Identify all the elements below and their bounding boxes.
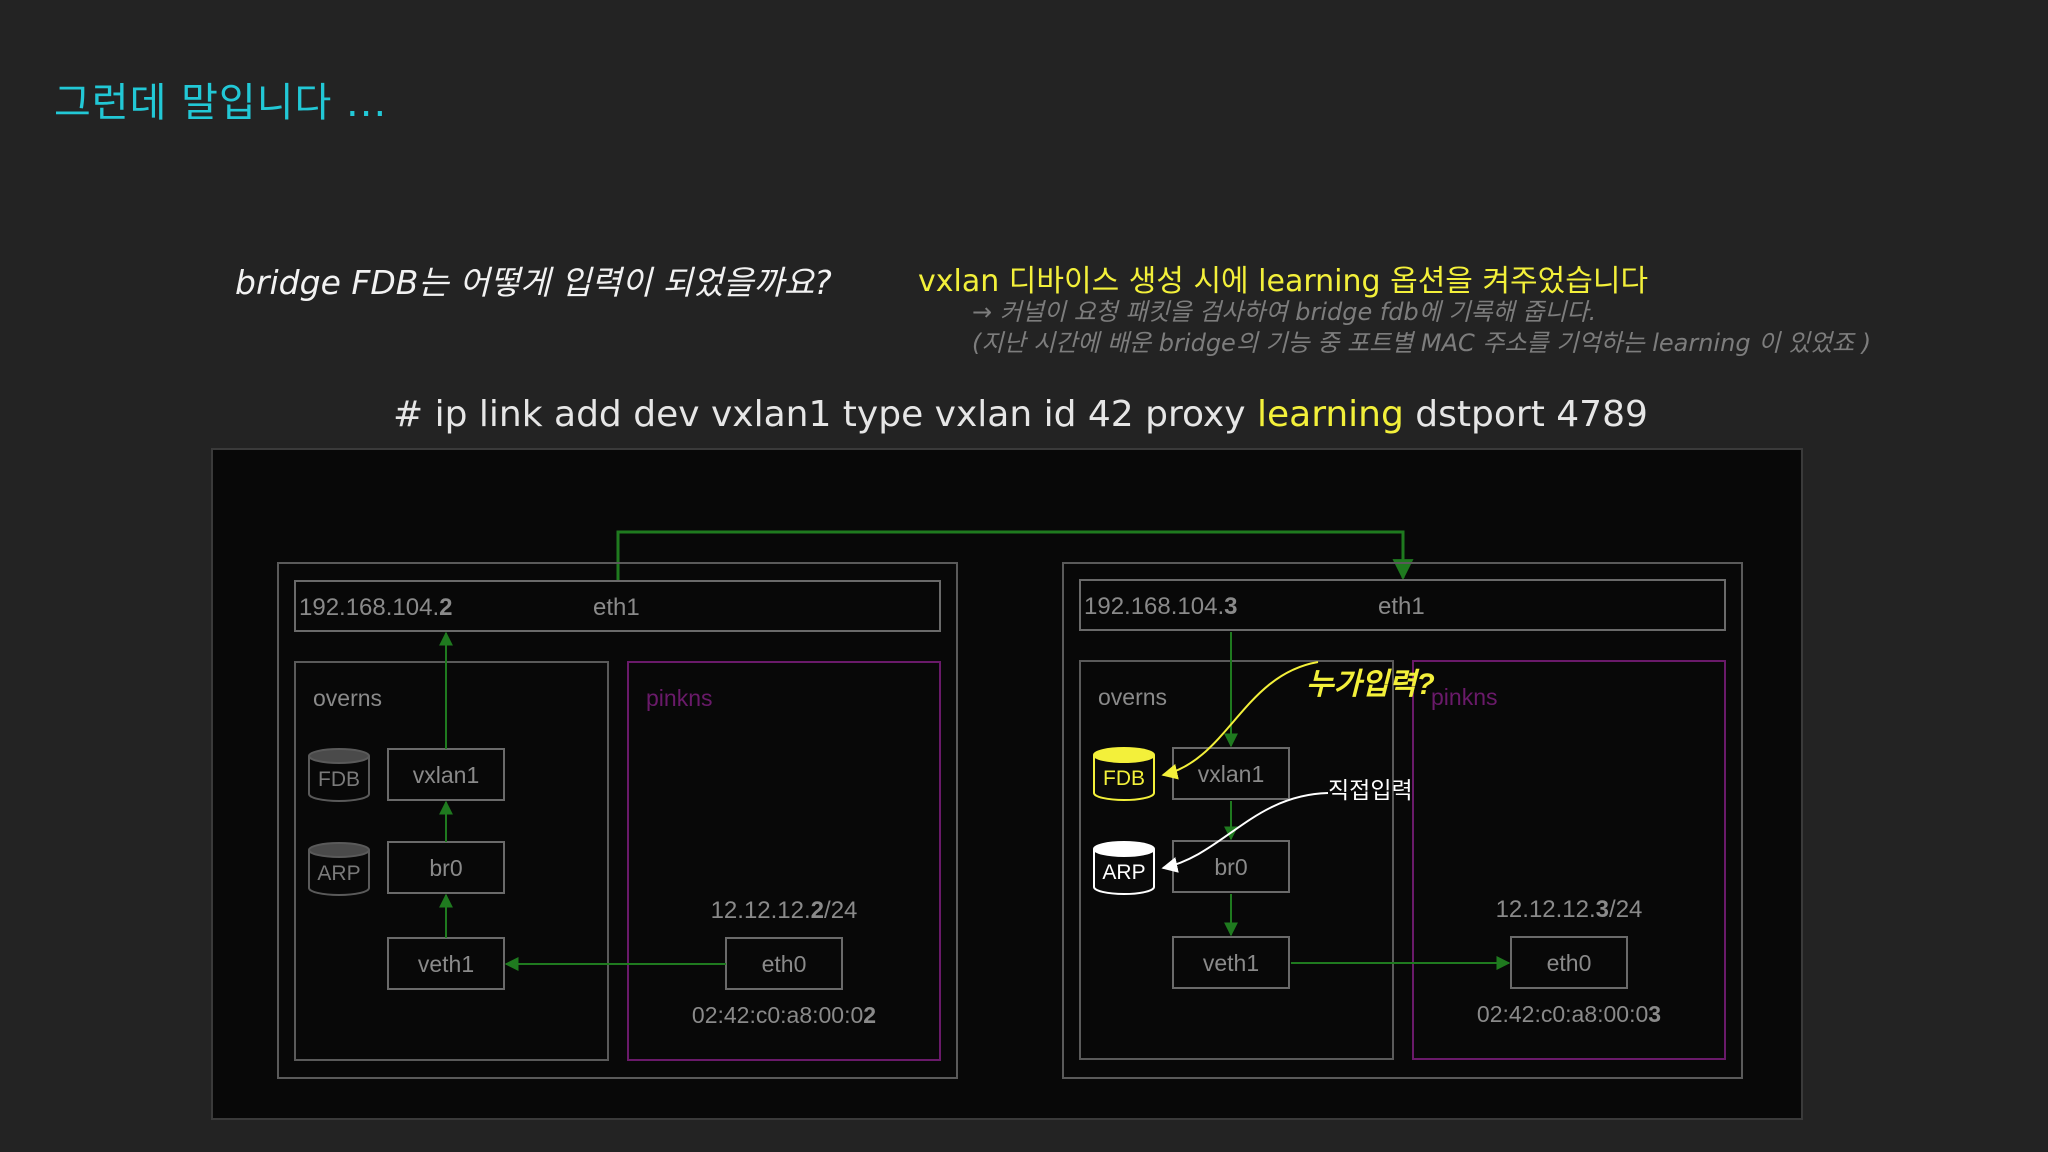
left-pinkns-label: pinkns bbox=[646, 685, 712, 711]
right-mac-label: 02:42:c0:a8:00:03 bbox=[1477, 1001, 1661, 1027]
direct-input-annotation: 직접입력 bbox=[1161, 777, 1413, 873]
right-host: 192.168.104.3 eth1 overns pinkns FDB ARP… bbox=[1062, 562, 1743, 1079]
left-arp-icon: ARP bbox=[308, 842, 370, 896]
answer-text: vxlan 디바이스 생성 시에 learning 옵션을 켜주었습니다 bbox=[918, 264, 1649, 299]
left-eth0-label: eth0 bbox=[762, 951, 807, 977]
right-overns-label: overns bbox=[1098, 684, 1167, 710]
right-veth1-label: veth1 bbox=[1203, 950, 1259, 976]
right-eth1-ip: 192.168.104.3 bbox=[1084, 593, 1238, 620]
right-pinkns-label: pinkns bbox=[1431, 684, 1497, 710]
svg-text:ARP: ARP bbox=[317, 862, 360, 885]
left-vxlan1-label: vxlan1 bbox=[413, 762, 479, 788]
left-overns-label: overns bbox=[313, 685, 382, 711]
left-fdb-icon: FDB bbox=[308, 748, 370, 802]
right-eth1-label: eth1 bbox=[1378, 593, 1425, 620]
left-eth1-ip: 192.168.104.2 bbox=[299, 594, 453, 621]
right-vxlan1-label: vxlan1 bbox=[1198, 761, 1264, 787]
left-mac-label: 02:42:c0:a8:00:02 bbox=[692, 1002, 876, 1028]
answer-note-1: → 커널이 요청 패킷을 검사하여 bridge fdb에 기록해 줍니다. bbox=[972, 298, 1597, 326]
command-suffix: dstport 4789 bbox=[1403, 394, 1648, 435]
right-subnet-label: 12.12.12.3/24 bbox=[1496, 896, 1643, 923]
svg-text:FDB: FDB bbox=[318, 768, 360, 791]
who-input-annotation: 누가입력? bbox=[1161, 661, 1435, 780]
left-host: 192.168.104.2 eth1 overns pinkns FDB ARP… bbox=[277, 562, 958, 1079]
right-fdb-icon: FDB bbox=[1093, 747, 1155, 801]
command-prefix: # ip link add dev vxlan1 type vxlan id 4… bbox=[393, 394, 1257, 435]
svg-text:누가입력?: 누가입력? bbox=[1306, 668, 1435, 701]
svg-text:FDB: FDB bbox=[1103, 767, 1145, 790]
answer-note-2: (지난 시간에 배운 bridge의 기능 중 포트별 MAC 주소를 기억하는… bbox=[972, 329, 1872, 357]
left-subnet-label: 12.12.12.2/24 bbox=[711, 897, 858, 924]
svg-text:직접입력: 직접입력 bbox=[1328, 777, 1413, 803]
left-veth1-label: veth1 bbox=[418, 951, 474, 977]
left-br0-label: br0 bbox=[429, 855, 462, 881]
left-eth1-label: eth1 bbox=[593, 594, 640, 621]
command-learning-keyword: learning bbox=[1256, 394, 1404, 435]
svg-text:ARP: ARP bbox=[1102, 861, 1145, 884]
question-text: bridge FDB는 어떻게 입력이 되었을까요? bbox=[235, 263, 832, 302]
right-br0-label: br0 bbox=[1214, 854, 1247, 880]
vxlan-tunnel-link bbox=[616, 530, 1414, 581]
command-line: # ip link add dev vxlan1 type vxlan id 4… bbox=[393, 394, 1648, 435]
vxlan-diagram: 192.168.104.2 eth1 overns pinkns FDB ARP… bbox=[211, 448, 1803, 1120]
right-arp-icon: ARP bbox=[1093, 841, 1155, 895]
right-eth0-label: eth0 bbox=[1547, 950, 1592, 976]
slide-title: 그런데 말입니다 ... bbox=[54, 80, 388, 126]
